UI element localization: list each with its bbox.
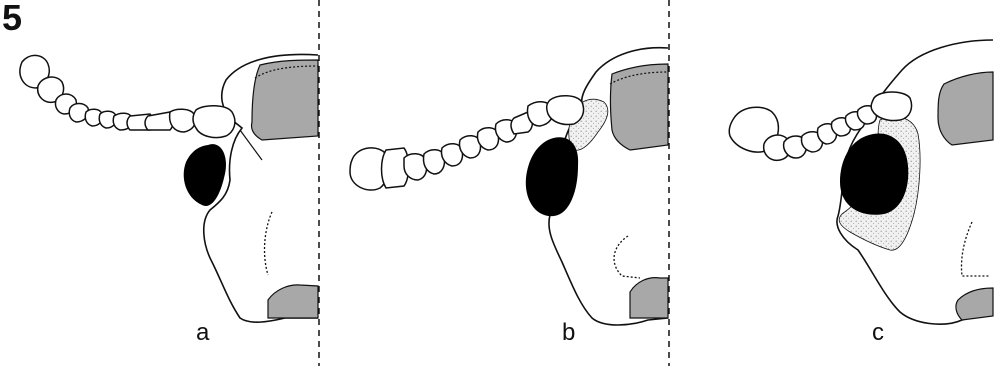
panel-label-a: a [196,319,210,346]
gray-region-upper [938,72,993,145]
panel-c: c [729,40,993,346]
antenna-segment [170,109,196,132]
panel-label-b: b [562,319,575,346]
antenna-base-segment [871,92,911,121]
antenna-a [20,55,235,137]
antenna-base-segment [193,106,235,138]
figure-number: 5 [2,0,22,38]
antenna-base-segment [547,96,584,125]
panel-label-c: c [872,319,884,346]
gray-region-upper [252,60,318,140]
black-socket [184,144,226,206]
panel-a: a [20,54,318,346]
gray-region-upper [611,64,669,150]
panel-b: b [350,48,668,346]
